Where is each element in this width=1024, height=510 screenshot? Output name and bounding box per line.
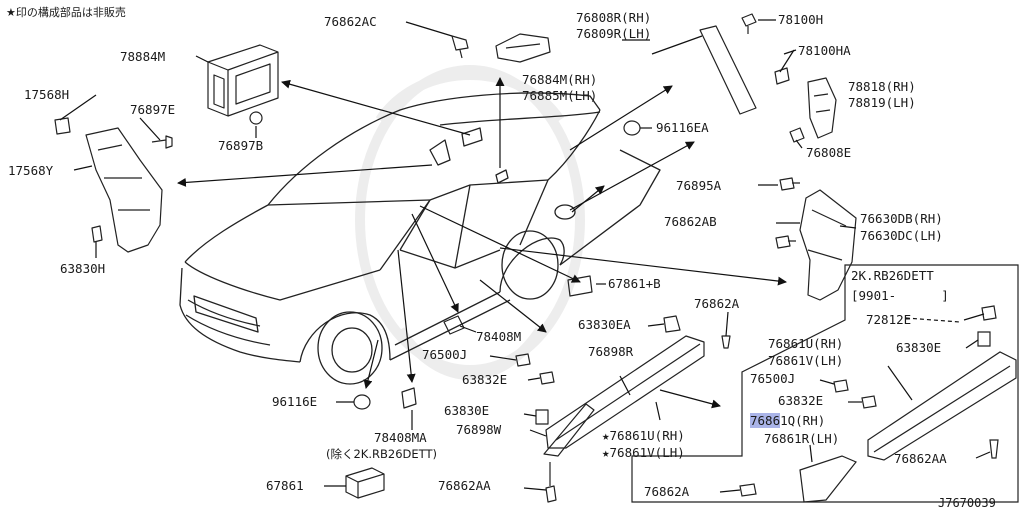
variant-box bbox=[631, 264, 1019, 503]
car-body bbox=[179, 92, 661, 385]
part-label-76861Q-rh[interactable]: 76861Q(RH) bbox=[750, 413, 826, 428]
part-label-78100H[interactable]: 78100H bbox=[778, 12, 824, 27]
part-label-76862AA-left[interactable]: 76862AA bbox=[438, 478, 491, 493]
part-label-76500J-right[interactable]: 76500J bbox=[750, 371, 796, 386]
part-label-78819-lh[interactable]: 78819(LH) bbox=[848, 95, 916, 110]
part-label-67861-plus-b[interactable]: 67861+B bbox=[608, 276, 661, 291]
part-label-78818-rh[interactable]: 78818(RH) bbox=[848, 79, 916, 94]
part-label-76862AB[interactable]: 76862AB bbox=[664, 214, 717, 229]
part-label-76884M-rh[interactable]: 76884M(RH) bbox=[522, 72, 598, 87]
part-label-76808E[interactable]: 76808E bbox=[806, 145, 852, 160]
part-label-76862A-bottom[interactable]: 76862A bbox=[644, 484, 690, 499]
part-label-76630DB-rh[interactable]: 76630DB(RH) bbox=[860, 211, 943, 226]
part-label-76897E[interactable]: 76897E bbox=[130, 102, 176, 117]
part-label-76861U-rh-box[interactable]: 76861U(RH) bbox=[768, 336, 844, 351]
part-label-76862A-top[interactable]: 76862A bbox=[694, 296, 740, 311]
part-label-76861U-star[interactable]: ★76861U(RH) bbox=[602, 428, 685, 443]
part-label-96116E[interactable]: 96116E bbox=[272, 394, 318, 409]
variant-model: 2K.RB26DETT bbox=[851, 268, 934, 283]
figure-id: J7670039 bbox=[938, 496, 996, 510]
leader-lines bbox=[59, 19, 991, 493]
part-label-78100HA[interactable]: 78100HA bbox=[798, 43, 851, 58]
part-label-76898R[interactable]: 76898R bbox=[588, 344, 634, 359]
part-label-63832E-left[interactable]: 63832E bbox=[462, 372, 508, 387]
part-label-76895A[interactable]: 76895A bbox=[676, 178, 722, 193]
part-label-76808R-rh[interactable]: 76808R(RH) bbox=[576, 10, 652, 25]
part-label-76861V-lh-box[interactable]: 76861V(LH) bbox=[768, 353, 844, 368]
part-label-76809R-lh[interactable]: 76809R(LH) bbox=[576, 26, 652, 41]
excluding-variant-note: (除く2K.RB26DETT) bbox=[326, 447, 437, 461]
part-label-72812E[interactable]: 72812E bbox=[866, 312, 912, 327]
part-label-63830E-left[interactable]: 63830E bbox=[444, 403, 490, 418]
part-label-63830H[interactable]: 63830H bbox=[60, 261, 106, 276]
part-label-76500J-left[interactable]: 76500J bbox=[422, 347, 468, 362]
part-label-17568H[interactable]: 17568H bbox=[24, 87, 70, 102]
part-label-76630DC-lh[interactable]: 76630DC(LH) bbox=[860, 228, 943, 243]
part-label-76861Q-suffix: 1Q(RH) bbox=[780, 413, 826, 428]
part-label-76862AA-right[interactable]: 76862AA bbox=[894, 451, 947, 466]
part-label-76861R-lh[interactable]: 76861R(LH) bbox=[764, 431, 840, 446]
variant-period: [9901- ] bbox=[851, 288, 949, 303]
part-label-76885M-lh[interactable]: 76885M(LH) bbox=[522, 88, 598, 103]
part-label-78408M[interactable]: 78408M bbox=[476, 329, 522, 344]
part-label-17568Y[interactable]: 17568Y bbox=[8, 163, 54, 178]
part-label-67861[interactable]: 67861 bbox=[266, 478, 304, 493]
part-label-63830E-right[interactable]: 63830E bbox=[896, 340, 942, 355]
part-label-76897B[interactable]: 76897B bbox=[218, 138, 264, 153]
watermark-emblem bbox=[355, 65, 585, 380]
non-sale-note: ★印の構成部品は非販売 bbox=[6, 6, 126, 19]
part-label-76861Q-highlight: 7686 bbox=[750, 413, 781, 428]
part-label-78884M[interactable]: 78884M bbox=[120, 49, 166, 64]
part-label-96116EA[interactable]: 96116EA bbox=[656, 120, 709, 135]
part-label-76898W[interactable]: 76898W bbox=[456, 422, 502, 437]
part-label-63832E-right[interactable]: 63832E bbox=[778, 393, 824, 408]
part-label-76861V-star[interactable]: ★76861V(LH) bbox=[602, 445, 685, 460]
part-label-63830EA[interactable]: 63830EA bbox=[578, 317, 631, 332]
part-label-76862AC[interactable]: 76862AC bbox=[324, 14, 377, 29]
part-label-78408MA[interactable]: 78408MA bbox=[374, 430, 427, 445]
